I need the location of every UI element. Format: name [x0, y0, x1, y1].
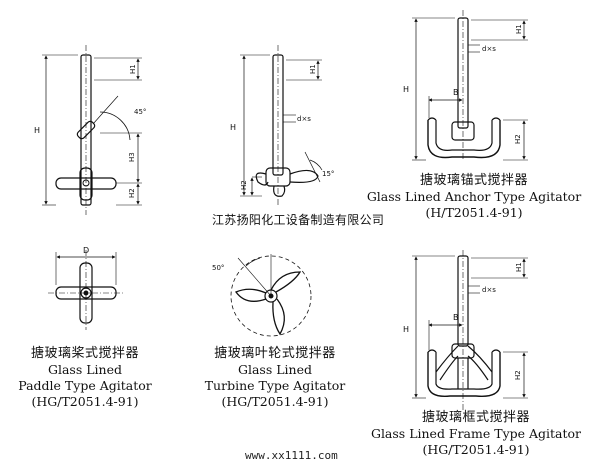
turbine-caption-en2: Turbine Type Agitator	[204, 378, 346, 393]
angle-45-label: 45°	[134, 108, 146, 116]
anchor-caption-cn: 搪玻璃锚式搅拌器	[419, 173, 528, 188]
frame-agitator-drawing	[412, 250, 528, 410]
turbine-caption-en1: Glass Lined	[238, 362, 312, 377]
angle-15-label: 15°	[322, 170, 334, 178]
anchor-caption-en: Glass Lined Anchor Type Agitator	[366, 189, 582, 204]
anchor-b-label: B	[453, 88, 459, 97]
paddle-h3-label: H3	[128, 152, 136, 162]
paddle-caption-cn: 搪玻璃桨式搅拌器	[30, 346, 139, 361]
turbine-dxs-label: d×s	[297, 115, 311, 123]
paddle-d-label: D	[83, 246, 89, 255]
frame-caption-cn: 搪玻璃框式搅拌器	[421, 410, 530, 425]
frame-h-label: H	[403, 325, 409, 334]
turbine-caption-std: (HG/T2051.4-91)	[221, 394, 329, 409]
anchor-caption-std: (H/T2051.4-91)	[425, 205, 523, 220]
turbine-h-label: H	[230, 123, 236, 132]
watermark-url: www.xx1111.com	[245, 449, 338, 462]
inclined-paddle-agitator-drawing	[42, 45, 142, 215]
company-name: 江苏扬阳化工设备制造有限公司	[212, 213, 385, 227]
paddle-h2-label: H2	[128, 188, 136, 198]
frame-h1-label: H1	[515, 262, 523, 272]
frame-dxs-label: d×s	[482, 286, 496, 294]
frame-b-label: B	[453, 313, 459, 322]
frame-h2-label: H2	[514, 370, 522, 380]
paddle-caption-en2: Paddle Type Agitator	[18, 378, 152, 393]
angle-50-label: 50°	[212, 264, 224, 272]
paddle-caption: 搪玻璃桨式搅拌器 Glass Lined Paddle Type Agitato…	[10, 346, 160, 410]
frame-caption-std: (HG/T2051.4-91)	[422, 442, 530, 457]
turbine-caption-cn: 搪玻璃叶轮式搅拌器	[214, 346, 336, 361]
turbine-h2-label: H2	[240, 180, 248, 190]
anchor-h2-label: H2	[514, 134, 522, 144]
paddle-caption-std: (HG/T2051.4-91)	[31, 394, 139, 409]
turbine-agitator-side-drawing	[240, 45, 323, 205]
anchor-h1-label: H1	[515, 24, 523, 34]
frame-caption: 搪玻璃框式搅拌器 Glass Lined Frame Type Agitator…	[356, 410, 596, 458]
frame-caption-en: Glass Lined Frame Type Agitator	[370, 426, 582, 441]
paddle-h-label: H	[34, 126, 40, 135]
paddle-h1-label: H1	[129, 64, 137, 74]
paddle-caption-en1: Glass Lined	[48, 362, 122, 377]
anchor-caption: 搪玻璃锚式搅拌器 Glass Lined Anchor Type Agitato…	[358, 173, 590, 221]
anchor-dxs-label: d×s	[482, 45, 496, 53]
anchor-agitator-drawing	[412, 10, 528, 161]
turbine-caption: 搪玻璃叶轮式搅拌器 Glass Lined Turbine Type Agita…	[190, 346, 360, 410]
paddle-agitator-top-drawing	[48, 250, 124, 330]
anchor-h-label: H	[403, 85, 409, 94]
turbine-h1-label: H1	[309, 64, 317, 74]
turbine-agitator-top-drawing	[230, 254, 312, 337]
